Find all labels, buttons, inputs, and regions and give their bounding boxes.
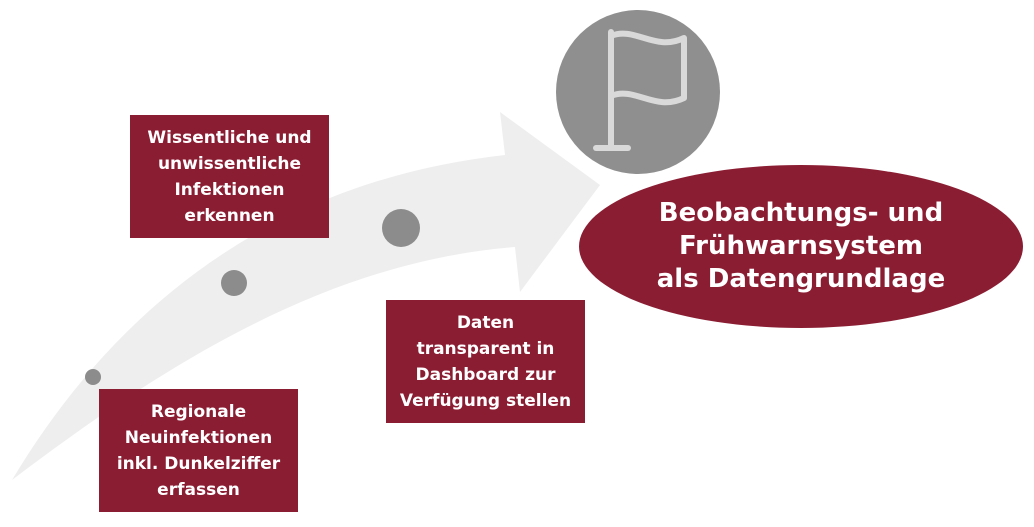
step-box-infections: Wissentliche und unwissentliche Infektio… [130, 115, 329, 238]
step-box-dashboard: Daten transparent in Dashboard zur Verfü… [386, 300, 585, 423]
step-regional-line: Neuinfektionen [124, 427, 273, 448]
goal-ellipse: Beobachtungs- und Frühwarnsystem als Dat… [579, 165, 1023, 328]
flag-icon [556, 10, 720, 174]
milestone-dot-small [85, 369, 101, 385]
progress-arrow [12, 112, 600, 480]
step-dashboard-line: Verfügung stellen [399, 390, 572, 411]
step-infections-line: unwissentliche [157, 153, 302, 174]
step-dashboard-line: Dashboard zur [415, 364, 556, 385]
milestone-dot-medium [221, 270, 247, 296]
step-infections-line: Wissentliche und [147, 127, 312, 148]
milestone-dot-large [382, 209, 420, 247]
goal-line: als Datengrundlage [656, 264, 946, 294]
goal-line: Beobachtungs- und [658, 198, 944, 228]
step-regional-line: inkl. Dunkelziffer [116, 453, 281, 474]
step-box-regional: Regionale Neuinfektionen inkl. Dunkelzif… [99, 389, 298, 512]
step-regional-line: Regionale [150, 401, 247, 422]
step-infections-line: Infektionen [174, 179, 285, 200]
step-dashboard-line: transparent in [416, 338, 555, 359]
step-regional-line: erfassen [157, 479, 240, 500]
step-infections-line: erkennen [184, 205, 275, 226]
goal-line: Frühwarnsystem [679, 231, 923, 261]
step-dashboard-line: Daten [456, 312, 515, 333]
